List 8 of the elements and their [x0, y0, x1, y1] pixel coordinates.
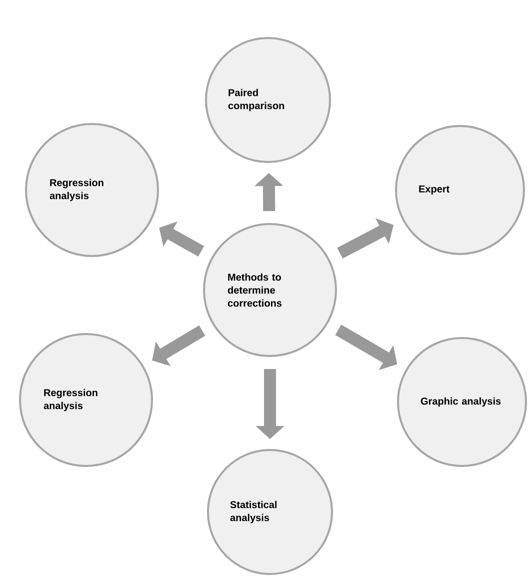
- circle-node: Paired comparison: [205, 37, 331, 163]
- circle-node: Regression analysis: [19, 333, 153, 467]
- circle-node: Graphic analysis: [397, 337, 527, 467]
- circle-node: Expert: [395, 125, 525, 255]
- circle-node: Methods to determine corrections: [203, 223, 337, 357]
- block-arrow: [152, 325, 206, 366]
- circle-node: Regression analysis: [25, 123, 159, 257]
- circle-node: Statistical analysis: [207, 449, 333, 575]
